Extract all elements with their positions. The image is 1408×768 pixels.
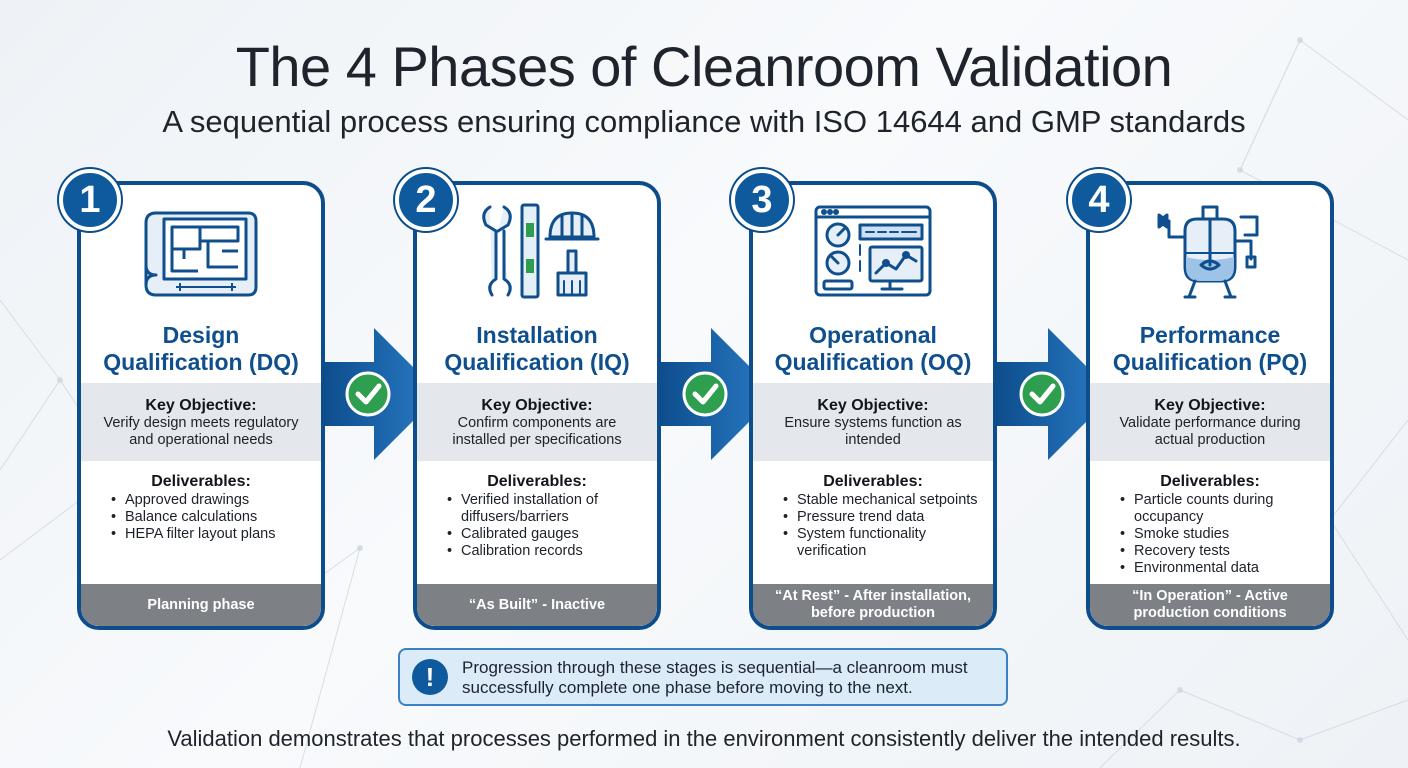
phase-footer-line1: “At Rest” - After installation, [774, 588, 972, 604]
deliverables-section: Deliverables: Particle counts during occ… [1090, 473, 1330, 577]
deliverables-list: Particle counts during occupancy Smoke s… [1090, 492, 1330, 577]
sequential-note-box: ! Progression through these stages is se… [398, 648, 1008, 706]
phase-number-badge: 2 [395, 169, 457, 231]
summary-statement: Validation demonstrates that processes p… [167, 726, 1241, 751]
note-line2: successfully complete one phase before m… [462, 678, 913, 697]
key-objective-line1: Verify design meets regulatory [103, 415, 299, 431]
key-objective-line1: Confirm components are [457, 415, 617, 431]
reactor-vessel-icon [1157, 205, 1259, 299]
key-objective-line2: actual production [1154, 432, 1266, 448]
key-objective-label: Key Objective: [1154, 397, 1266, 414]
list-item-continuation: diffusers/barriers [461, 509, 569, 525]
arrow-connector-3 [996, 328, 1114, 460]
tools-icon [482, 203, 600, 299]
key-objective-label: Key Objective: [145, 397, 257, 414]
phase-footer-line2: before production [810, 605, 936, 621]
list-item: Calibration records [447, 543, 657, 560]
deliverables-list: Stable mechanical setpoints Pressure tre… [753, 492, 993, 560]
key-objective-section: Key Objective: Confirm components are in… [417, 383, 657, 461]
key-objective-section: Key Objective: Validate performance duri… [1090, 383, 1330, 461]
deliverables-section: Deliverables: Stable mechanical setpoint… [753, 473, 993, 560]
phase-title-line1: Performance [1139, 322, 1281, 348]
check-circle-icon [682, 371, 728, 417]
phase-footer-line2: production conditions [1133, 605, 1287, 621]
phase-footer-line1: “In Operation” - Active [1132, 588, 1288, 604]
phase-title-line2: Qualification (DQ) [103, 349, 299, 375]
key-objective-label: Key Objective: [817, 397, 929, 414]
phase-title-line2: Qualification (IQ) [444, 349, 630, 375]
phase-footer: Planning phase [81, 584, 321, 626]
phase-footer-line1: Planning phase [147, 596, 255, 613]
key-objective-line1: Validate performance during [1119, 415, 1301, 431]
phase-card-pq: Performance Qualification (PQ) Key Objec… [1086, 181, 1334, 630]
phase-footer: “In Operation” - Active production condi… [1090, 584, 1330, 626]
list-item: Environmental data [1120, 560, 1330, 577]
check-circle-icon [345, 371, 391, 417]
note-line1: Progression through these stages is sequ… [462, 658, 968, 677]
list-item: Particle counts during [1120, 492, 1330, 509]
list-item: Recovery tests [1120, 543, 1330, 560]
key-objective-section: Key Objective: Verify design meets regul… [81, 383, 321, 461]
deliverables-list: Approved drawings Balance calculations H… [81, 492, 321, 543]
list-item: Balance calculations [111, 509, 321, 526]
list-item: Pressure trend data [783, 509, 993, 526]
list-item: Verified installation of [447, 492, 657, 509]
list-item: Approved drawings [111, 492, 321, 509]
list-item: System functionality [783, 526, 993, 543]
key-objective-line1: Ensure systems function as [784, 415, 962, 431]
blueprint-icon [144, 211, 258, 297]
list-item-continuation: occupancy [1134, 509, 1204, 525]
list-item: Smoke studies [1120, 526, 1330, 543]
list-item: Stable mechanical setpoints [783, 492, 993, 509]
deliverables-section: Deliverables: Verified installation of d… [417, 473, 657, 560]
phase-number-badge: 1 [59, 169, 121, 231]
phase-title-line1: Operational [809, 322, 937, 348]
key-objective-section: Key Objective: Ensure systems function a… [753, 383, 993, 461]
exclamation-icon: ! [412, 659, 448, 695]
phase-number-badge: 3 [731, 169, 793, 231]
deliverables-label: Deliverables: [1160, 473, 1260, 490]
key-objective-label: Key Objective: [481, 397, 593, 414]
page-subtitle: A sequential process ensuring compliance… [162, 104, 1246, 139]
phase-title-line2: Qualification (OQ) [774, 349, 972, 375]
arrow-connector-2 [659, 328, 777, 460]
deliverables-section: Deliverables: Approved drawings Balance … [81, 473, 321, 543]
phase-number-badge: 4 [1068, 169, 1130, 231]
control-panel-icon [814, 205, 932, 297]
deliverables-list: Verified installation of diffusers/barri… [417, 492, 657, 560]
phase-title-line2: Qualification (PQ) [1112, 349, 1308, 375]
phase-footer-line1: “As Built” - Inactive [468, 596, 606, 613]
list-item: Calibrated gauges [447, 526, 657, 543]
deliverables-label: Deliverables: [823, 473, 923, 490]
arrow-connector-1 [322, 328, 440, 460]
check-circle-icon [1019, 371, 1065, 417]
page-title: The 4 Phases of Cleanroom Validation [235, 35, 1173, 98]
key-objective-line2: and operational needs [129, 432, 273, 448]
list-item-continuation: verification [797, 543, 867, 559]
phase-card-oq: Operational Qualification (OQ) Key Objec… [749, 181, 997, 630]
list-item: HEPA filter layout plans [111, 526, 321, 543]
phase-footer: “As Built” - Inactive [417, 584, 657, 626]
deliverables-label: Deliverables: [487, 473, 587, 490]
phase-card-iq: Installation Qualification (IQ) Key Obje… [413, 181, 661, 630]
key-objective-line2: installed per specifications [452, 432, 622, 448]
key-objective-line2: intended [845, 432, 901, 448]
phase-footer: “At Rest” - After installation, before p… [753, 584, 993, 626]
deliverables-label: Deliverables: [151, 473, 251, 490]
phase-title-line1: Installation [476, 322, 598, 348]
phase-title-line1: Design [162, 322, 240, 348]
phase-card-dq: Design Qualification (DQ) Key Objective:… [77, 181, 325, 630]
